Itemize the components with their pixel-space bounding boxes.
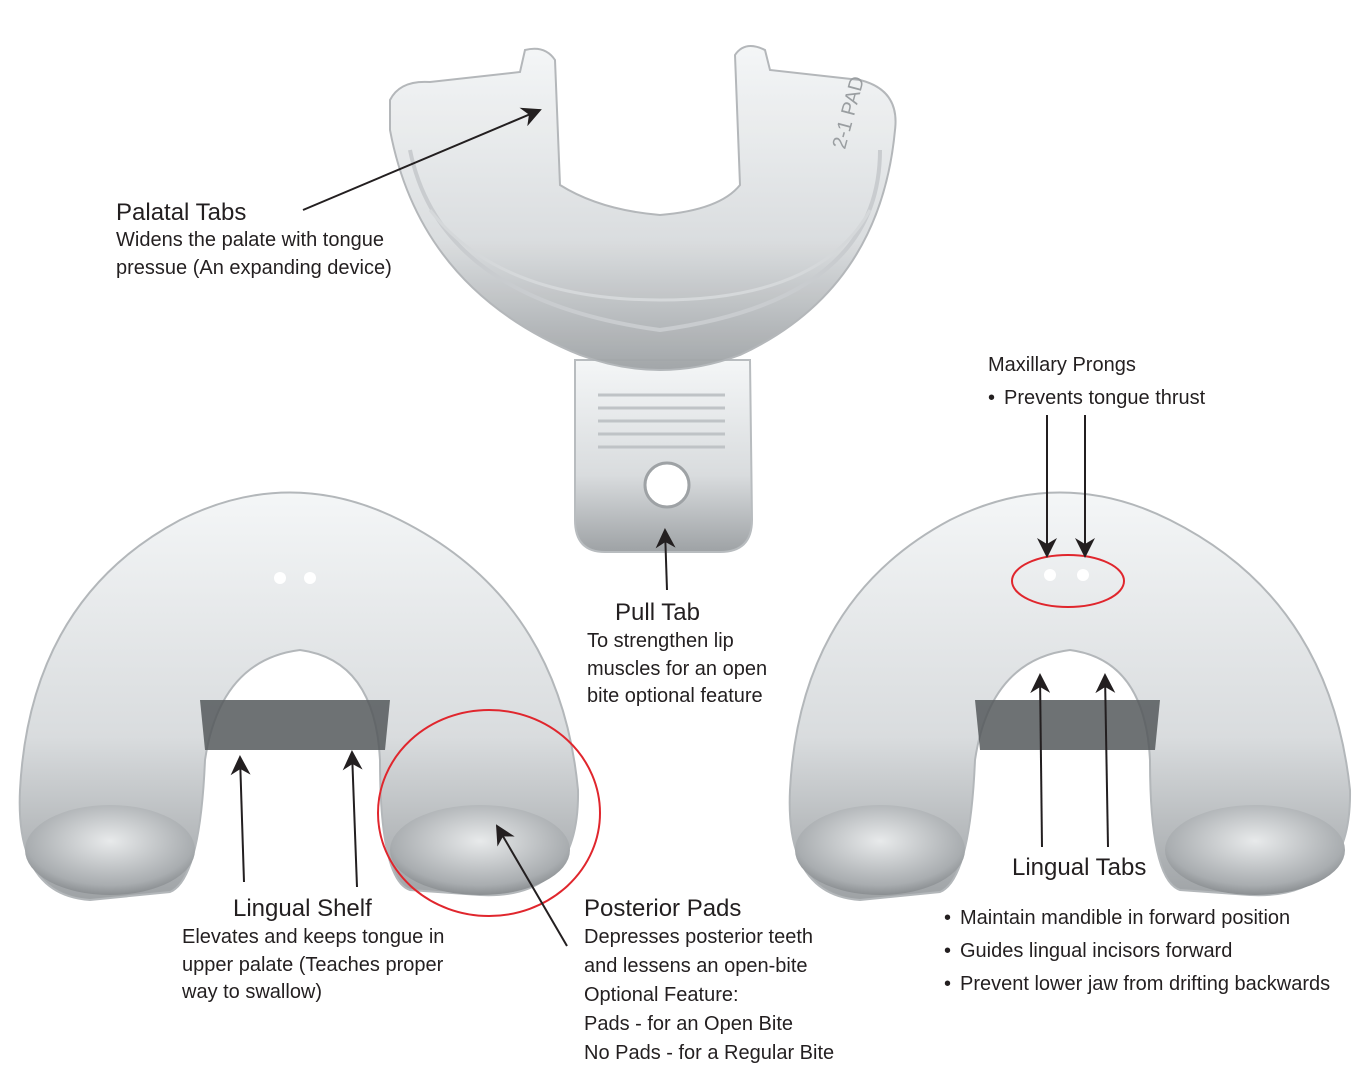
label-line: upper palate (Teaches proper: [182, 953, 444, 976]
label-bullet: Maintain mandible in forward position: [960, 907, 1291, 929]
posterior-pads-label: Posterior Pads Depresses posterior teeth…: [584, 895, 834, 1068]
label-line: Elevates and keeps tongue in: [182, 926, 445, 948]
left-appliance: [18, 491, 580, 902]
pull-tab-label: Pull Tab: [615, 599, 700, 627]
right-appliance: [788, 491, 1352, 902]
lingual-tabs-bullets: •Maintain mandible in forward position •…: [944, 907, 1331, 995]
palatal-tabs-label: Palatal Tabs Widens the palate with tong…: [116, 199, 392, 282]
label-line: bite optional feature: [587, 685, 763, 707]
lingual-tab-arrow: [1030, 673, 1051, 848]
label-line: To strengthen lip: [587, 630, 734, 652]
label-line: and lessens an open-bite: [584, 955, 808, 977]
lingual-tabs-label: Lingual Tabs: [1012, 854, 1146, 882]
pull-tab-description: To strengthen lip muscles for an open bi…: [587, 628, 767, 711]
label-title: Lingual Shelf: [233, 895, 372, 922]
label-title: Palatal Tabs: [116, 199, 247, 226]
lingual-shelf-label: Lingual Shelf: [233, 895, 372, 923]
label-bullet: Guides lingual incisors forward: [960, 940, 1233, 962]
label-bullet: Prevents tongue thrust: [1004, 386, 1206, 409]
posterior-pads-arrow: [495, 824, 568, 947]
label-line: Depresses posterior teeth: [584, 926, 814, 948]
label-line: muscles for an open: [587, 657, 768, 680]
label-line: pressue (An expanding device): [116, 256, 392, 279]
label-line: No Pads - for a Regular Bite: [584, 1042, 835, 1064]
top-appliance: 2-1 PAD: [389, 45, 897, 553]
lingual-shelf-arrow: [230, 755, 251, 883]
maxillary-prongs-label: Maxillary Prongs •Prevents tongue thrust: [988, 354, 1206, 409]
lingual-shelf-arrow: [342, 750, 363, 888]
label-title: Pull Tab: [615, 599, 700, 626]
posterior-pads-highlight: [377, 709, 601, 917]
label-bullet: Prevent lower jaw from drifting backward…: [960, 973, 1331, 995]
label-line: Optional Feature:: [584, 984, 739, 1006]
pull-tab-arrow: [655, 528, 676, 591]
label-title: Maxillary Prongs: [988, 354, 1136, 376]
label-line: way to swallow): [182, 981, 323, 1003]
label-title: Lingual Tabs: [1012, 854, 1147, 881]
pull-tab-hole: [643, 461, 691, 509]
label-line: Widens the palate with tongue: [116, 229, 384, 251]
maxillary-prongs-highlight: [1011, 554, 1125, 608]
lingual-tab-arrow: [1095, 673, 1116, 848]
label-title: Posterior Pads: [584, 895, 742, 922]
palatal-tabs-arrow: [302, 107, 542, 211]
label-line: Pads - for an Open Bite: [584, 1013, 794, 1035]
lingual-shelf-description: Elevates and keeps tongue in upper palat…: [182, 924, 444, 1007]
